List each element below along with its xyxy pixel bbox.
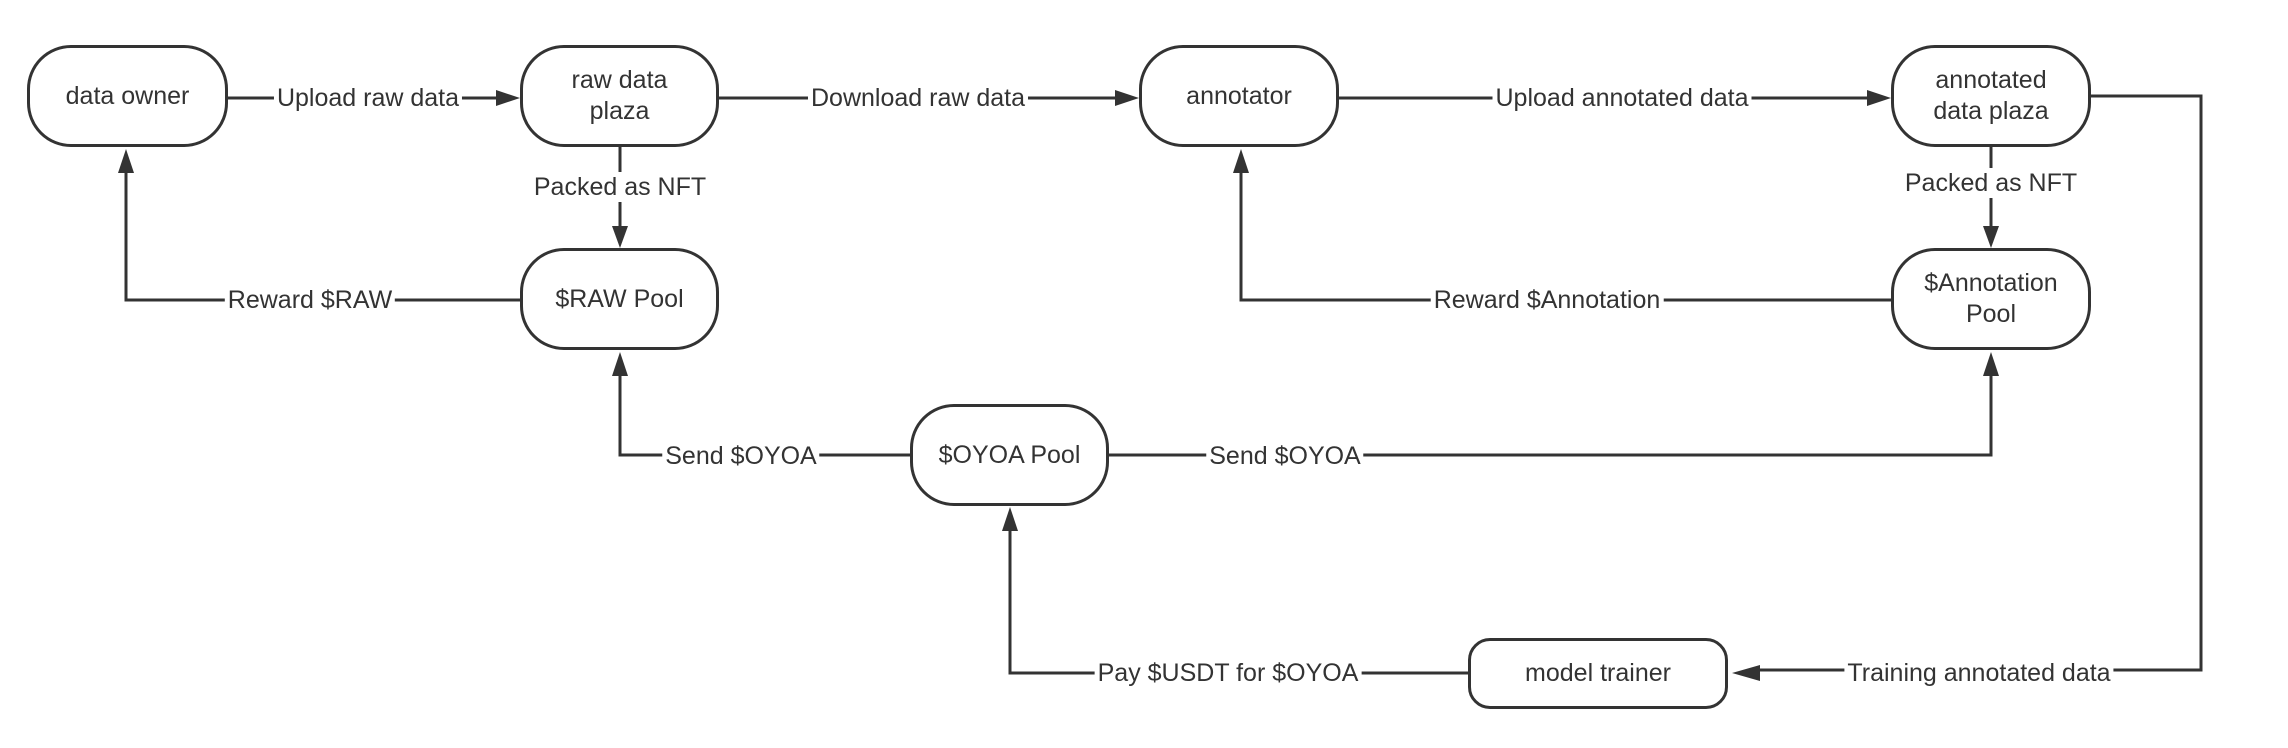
label-upload-raw: Upload raw data	[273, 83, 463, 113]
arrowhead-to-annotator	[1115, 90, 1139, 106]
label-upload-annotated: Upload annotated data	[1492, 83, 1752, 113]
node-annotated-data-plaza-line-2: data plaza	[1933, 97, 2049, 125]
edge-pay-usdt-line	[1008, 528, 1468, 675]
arrowhead-to-raw-plaza	[496, 90, 520, 106]
node-annotator-line-1: annotator	[1186, 81, 1292, 110]
node-raw-data-plaza-line-1: raw data	[571, 66, 668, 94]
node-raw-pool: $RAW Pool	[520, 248, 719, 350]
label-packed-annotated: Packed as NFT	[1901, 168, 2081, 198]
label-download-raw: Download raw data	[807, 83, 1029, 113]
node-annotated-data-plaza-line-1: annotated	[1935, 66, 2047, 94]
arrowhead-to-annotation-pool	[1983, 226, 1999, 248]
arrowhead-to-data-owner	[118, 149, 134, 173]
arrowhead-to-annotator-up	[1233, 149, 1249, 173]
label-packed-raw: Packed as NFT	[530, 172, 710, 202]
arrowhead-to-annotation-pool-up	[1983, 352, 1999, 376]
node-data-owner: data owner	[27, 45, 228, 147]
node-data-owner-line-1: data owner	[65, 81, 190, 110]
label-send-oyoa-left: Send $OYOA	[662, 441, 820, 471]
arrowhead-to-model-trainer	[1732, 665, 1760, 681]
node-raw-data-plaza-line-2: plaza	[589, 97, 650, 125]
label-training: Training annotated data	[1844, 658, 2114, 688]
node-annotated-data-plaza: annotated data plaza	[1891, 45, 2091, 147]
node-annotation-pool-line-2: Pool	[1965, 300, 2017, 328]
node-oyoa-pool: $OYOA Pool	[910, 404, 1109, 506]
arrowhead-to-raw-pool	[612, 226, 628, 248]
arrowhead-to-oyoa-pool	[1002, 507, 1018, 531]
label-reward-raw: Reward $RAW	[224, 285, 396, 315]
node-model-trainer: model trainer	[1468, 638, 1728, 709]
edge-send-oyoa-right-line	[1109, 374, 1993, 457]
node-annotation-pool-line-1: $Annotation	[1924, 269, 2058, 297]
label-reward-annotation: Reward $Annotation	[1430, 285, 1664, 315]
node-annotator: annotator	[1139, 45, 1339, 147]
arrowhead-to-annotated-plaza	[1867, 90, 1891, 106]
node-raw-data-plaza: raw data plaza	[520, 45, 719, 147]
label-send-oyoa-right: Send $OYOA	[1206, 441, 1364, 471]
node-raw-pool-line-1: $RAW Pool	[555, 284, 684, 313]
node-oyoa-pool-line-1: $OYOA Pool	[938, 440, 1081, 469]
edge-reward-annotation-line	[1239, 170, 1891, 302]
label-pay-usdt: Pay $USDT for $OYOA	[1094, 658, 1362, 688]
node-model-trainer-line-1: model trainer	[1525, 659, 1671, 687]
node-annotation-pool: $Annotation Pool	[1891, 248, 2091, 350]
arrowhead-to-raw-pool-up	[612, 352, 628, 376]
edge-reward-raw-line	[124, 170, 520, 302]
